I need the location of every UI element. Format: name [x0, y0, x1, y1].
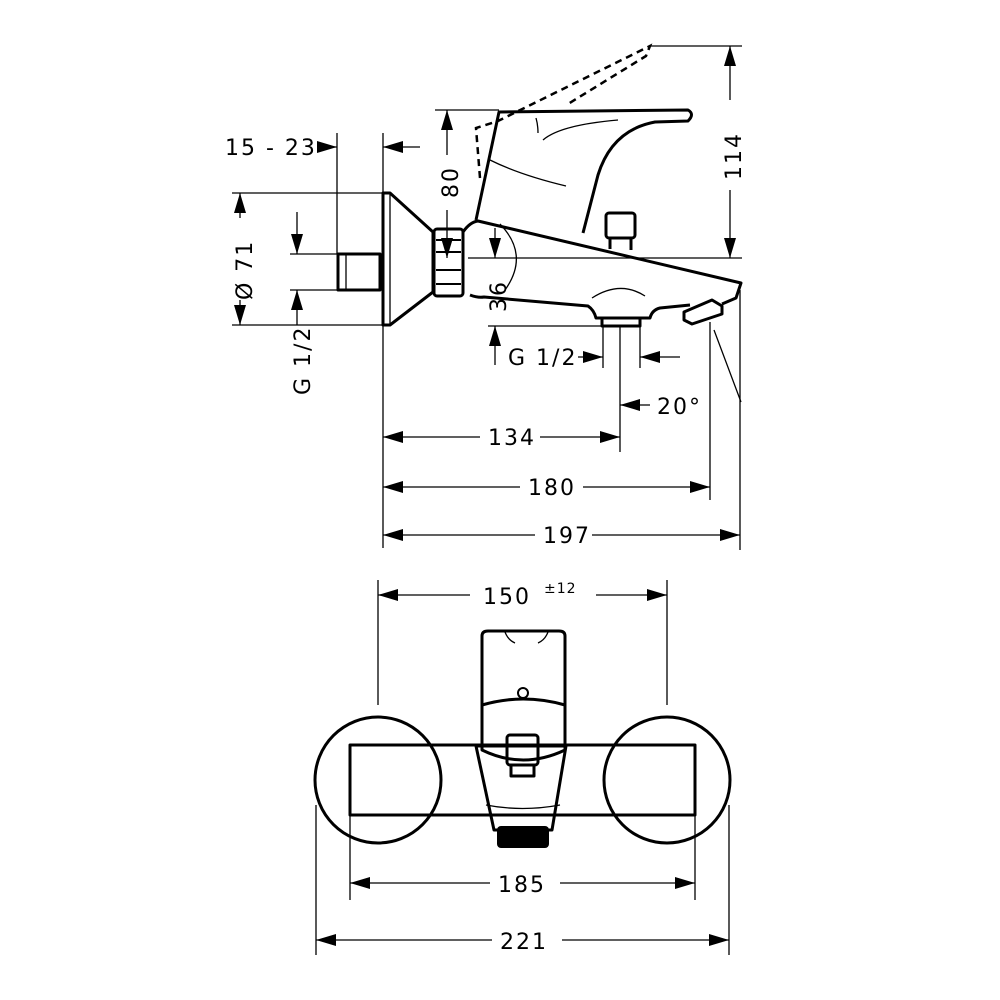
side-view: 15 - 23 Ø 71 G 1/2 80 114 36: [225, 43, 747, 550]
dim-body-width: 185: [498, 873, 546, 898]
bath-outlet: [600, 316, 642, 328]
dim-spout-projection: 180: [528, 476, 576, 501]
aerator-front: [497, 826, 549, 848]
dim-inlet-thread: G 1/2: [291, 326, 316, 395]
dim-spout-angle: 20°: [657, 395, 702, 420]
spout-body: [461, 219, 743, 320]
spout-front: [474, 744, 568, 832]
front-view: 150 ±12 185 221: [313, 580, 732, 955]
dim-escutcheon-diameter: Ø 71: [233, 240, 258, 300]
dim-outlet-projection: 134: [488, 426, 536, 451]
right-escutcheon: [602, 715, 732, 845]
diverter-knob: [604, 211, 637, 240]
dim-total-width: 221: [500, 930, 548, 955]
dim-handle-height: 80: [439, 166, 464, 198]
dim-total-projection: 197: [543, 524, 591, 549]
dim-center-tolerance: ±12: [544, 581, 577, 597]
dim-outlet-thread: G 1/2: [508, 346, 577, 371]
left-escutcheon: [313, 715, 443, 845]
aerator: [682, 298, 724, 326]
inlet-pipe: [336, 252, 382, 292]
dim-outlet-height: 36: [487, 280, 512, 312]
dim-total-height: 114: [722, 132, 747, 180]
connection-nut: [432, 227, 465, 298]
dim-wall-distance: 15 - 23: [225, 136, 317, 161]
handle-front: [480, 629, 567, 762]
dim-center-distance: 150: [483, 585, 531, 610]
handle-raised-position: [474, 43, 653, 179]
handle-indicator: [517, 687, 529, 699]
mixer-body: [348, 743, 697, 817]
lever-handle: [474, 108, 693, 234]
